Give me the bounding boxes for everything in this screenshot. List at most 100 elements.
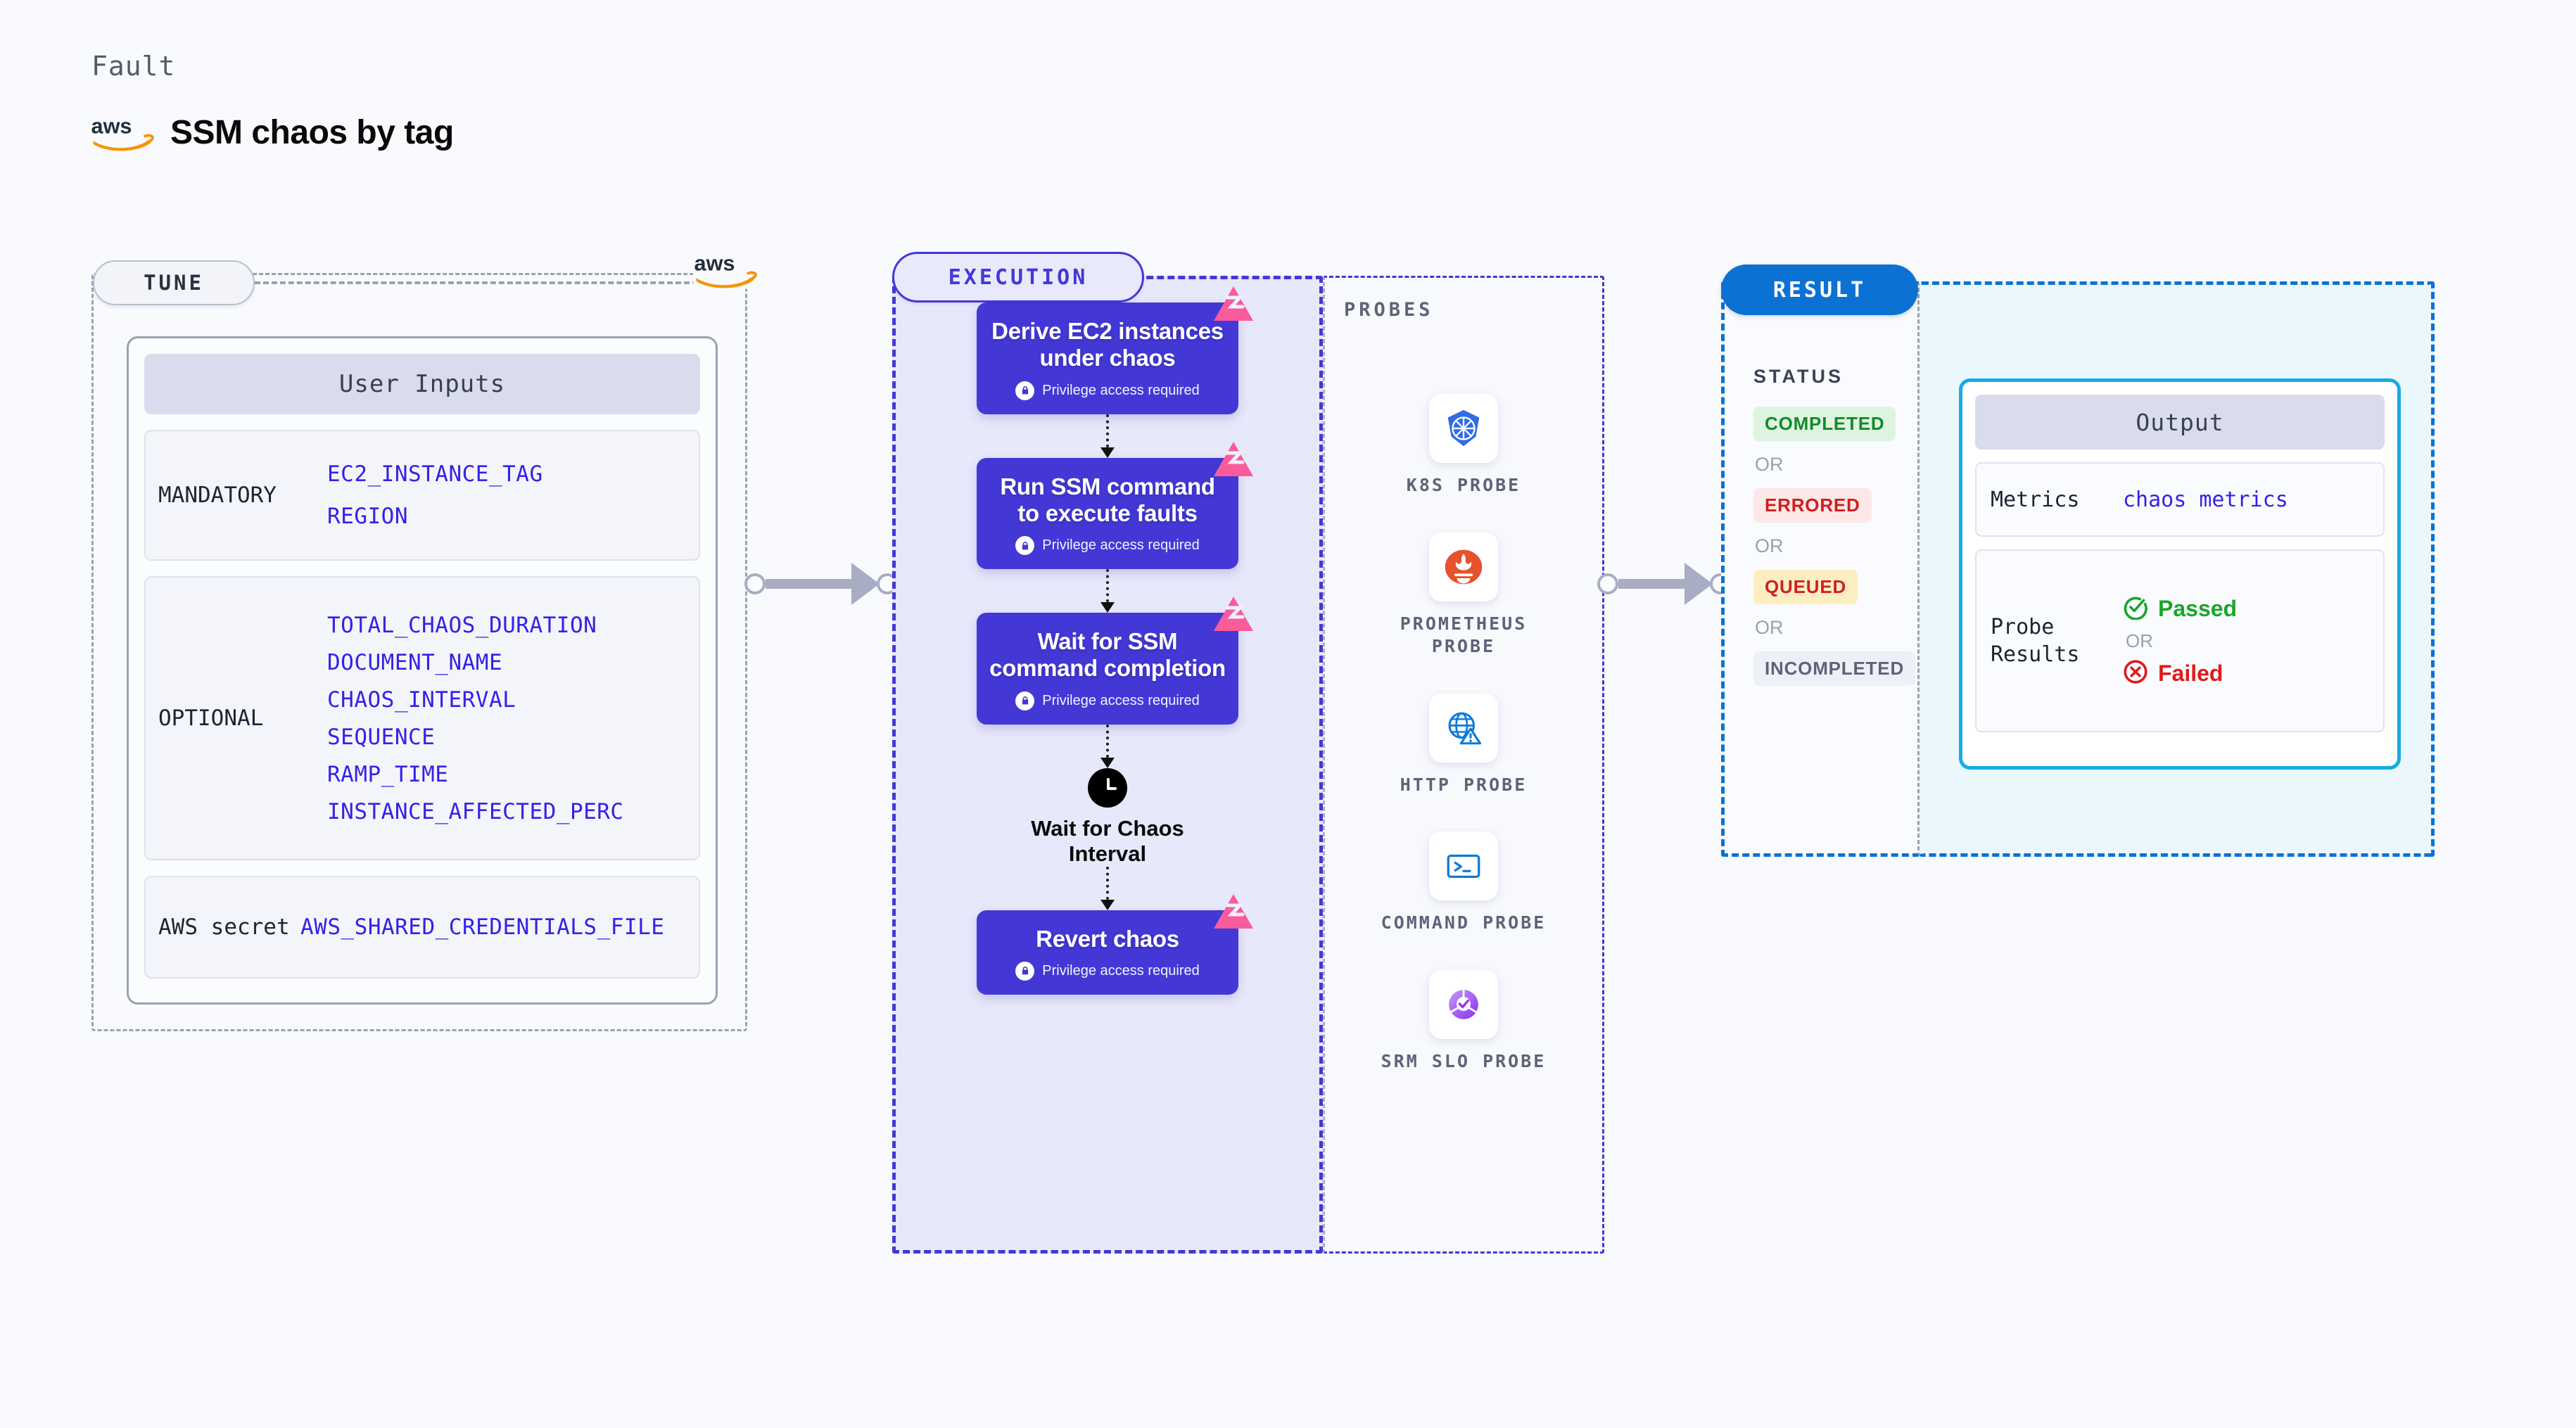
- probe-result-failed-label: Failed: [2158, 660, 2223, 686]
- probe-result-or-label: OR: [2126, 630, 2153, 651]
- chaos-metrics-link[interactable]: chaos metrics: [2123, 487, 2288, 512]
- lock-icon: [1015, 691, 1035, 710]
- status-badge-queued: QUEUED: [1753, 570, 1858, 604]
- litmus-icon: [1213, 596, 1254, 632]
- status-badge-completed: COMPLETED: [1753, 407, 1896, 441]
- http-globe-icon: [1429, 693, 1498, 763]
- execution-step-wait-ssm-completion[interactable]: Wait for SSM command completion Privileg…: [977, 597, 1253, 725]
- terminal-icon: [1429, 831, 1498, 900]
- flow-arrow: [1100, 414, 1115, 458]
- param-sequence[interactable]: SEQUENCE: [327, 724, 436, 750]
- probe-result-passed-label: Passed: [2158, 595, 2238, 621]
- aws-logo-icon: aws: [90, 113, 155, 152]
- privilege-text: Privilege access required: [1042, 692, 1200, 708]
- probe-k8s[interactable]: K8S PROBE: [1376, 394, 1552, 497]
- flow-arrow: [1100, 724, 1115, 768]
- page-title-row: aws SSM chaos by tag: [90, 113, 455, 152]
- connector-execution-to-result: [1597, 563, 1731, 605]
- probe-label: COMMAND PROBE: [1381, 912, 1547, 933]
- probe-label: PROMETHEUS PROBE: [1400, 613, 1528, 657]
- clock-icon: [1088, 767, 1127, 808]
- probe-list: K8S PROBE PROMETHEUS PROBE: [1323, 394, 1604, 1073]
- status-badge-incompleted: INCOMPLETED: [1753, 651, 1916, 686]
- srm-slo-icon: [1429, 969, 1498, 1039]
- step-title: Wait for SSM command completion: [989, 628, 1226, 682]
- result-pill[interactable]: RESULT: [1721, 264, 1918, 315]
- lock-icon: [1015, 536, 1035, 556]
- param-total-chaos-duration[interactable]: TOTAL_CHAOS_DURATION: [327, 612, 597, 638]
- probe-label: K8S PROBE: [1406, 475, 1521, 495]
- param-group-aws-secret: AWS secret AWS_SHARED_CREDENTIALS_FILE: [144, 876, 700, 978]
- output-row-key: Probe Results: [1991, 615, 2080, 667]
- execution-step-derive-ec2[interactable]: Derive EC2 instances under chaos Privile…: [977, 286, 1253, 414]
- param-instance-affected-perc[interactable]: INSTANCE_AFFECTED_PERC: [327, 798, 624, 824]
- probe-result-failed: Failed: [2123, 659, 2237, 688]
- param-chaos-interval[interactable]: CHAOS_INTERVAL: [327, 687, 516, 713]
- step-title: Revert chaos: [1036, 925, 1179, 952]
- param-group-optional: OPTIONAL TOTAL_CHAOS_DURATION DOCUMENT_N…: [144, 576, 700, 860]
- param-aws-shared-credentials-file[interactable]: AWS_SHARED_CREDENTIALS_FILE: [300, 914, 665, 940]
- param-group-label: OPTIONAL: [158, 706, 264, 731]
- output-row-probe-results: Probe Results Passed OR: [1975, 549, 2385, 732]
- param-group-mandatory: MANDATORY EC2_INSTANCE_TAG REGION: [144, 430, 700, 561]
- step-privilege-note: Privilege access required: [989, 691, 1226, 710]
- step-title: Derive EC2 instances under chaos: [991, 318, 1224, 371]
- page-title: SSM chaos by tag: [170, 113, 454, 151]
- step-title: Run SSM command to execute faults: [1000, 473, 1215, 526]
- tune-panel: [91, 273, 747, 1031]
- check-circle-icon: [2123, 594, 2148, 623]
- litmus-icon: [1213, 893, 1254, 930]
- probe-prometheus[interactable]: PROMETHEUS PROBE: [1376, 532, 1552, 658]
- privilege-text: Privilege access required: [1042, 382, 1200, 398]
- probe-label: HTTP PROBE: [1400, 774, 1528, 795]
- status-chip-list: COMPLETED OR ERRORED OR QUEUED OR INCOMP…: [1753, 407, 1916, 686]
- param-region[interactable]: REGION: [327, 504, 408, 529]
- step-privilege-note: Privilege access required: [989, 536, 1226, 556]
- status-section-label: STATUS: [1753, 366, 1844, 387]
- connector-arrowhead: [851, 563, 880, 605]
- status-badge-errored: ERRORED: [1753, 488, 1872, 523]
- connector-bar: [766, 579, 851, 589]
- x-circle-icon: [2123, 659, 2148, 688]
- param-ec2-instance-tag[interactable]: EC2_INSTANCE_TAG: [327, 461, 543, 487]
- flow-arrow: [1100, 569, 1115, 613]
- execution-step-run-ssm[interactable]: Run SSM command to execute faults Privil…: [977, 441, 1253, 570]
- execution-step-revert-chaos[interactable]: Revert chaos Privilege access required: [977, 893, 1253, 995]
- aws-provider-icon: aws: [693, 250, 758, 289]
- probe-http[interactable]: HTTP PROBE: [1376, 693, 1552, 797]
- status-or-label: OR: [1755, 617, 1784, 638]
- execution-flow: Derive EC2 instances under chaos Privile…: [892, 286, 1323, 995]
- step-privilege-note: Privilege access required: [989, 961, 1226, 981]
- execution-pill[interactable]: EXECUTION: [892, 252, 1144, 302]
- param-document-name[interactable]: DOCUMENT_NAME: [327, 649, 503, 675]
- fault-kind-label: Fault: [91, 51, 176, 82]
- param-group-label: MANDATORY: [158, 483, 277, 508]
- connector-dot: [744, 573, 766, 594]
- output-row-metrics: Metrics chaos metrics: [1975, 462, 2385, 537]
- kubernetes-icon: [1429, 394, 1498, 463]
- result-status-panel: [1721, 281, 1920, 857]
- connector-arrowhead: [1684, 563, 1713, 605]
- status-or-label: OR: [1755, 454, 1784, 475]
- param-ramp-time[interactable]: RAMP_TIME: [327, 761, 449, 787]
- probe-command[interactable]: COMMAND PROBE: [1376, 831, 1552, 935]
- svg-text:aws: aws: [694, 252, 735, 276]
- connector-tune-to-execution: [744, 563, 898, 605]
- probes-section-label: PROBES: [1344, 299, 1434, 321]
- probe-label: SRM SLO PROBE: [1381, 1050, 1547, 1071]
- litmus-icon: [1213, 441, 1254, 478]
- output-card: Output Metrics chaos metrics Probe Resul…: [1959, 378, 2401, 770]
- privilege-text: Privilege access required: [1042, 962, 1200, 978]
- param-group-label: AWS secret: [158, 914, 290, 940]
- execution-step-wait-chaos-interval: Wait for Chaos Interval: [991, 767, 1224, 867]
- privilege-text: Privilege access required: [1042, 537, 1200, 554]
- connector-bar: [1618, 579, 1684, 589]
- lock-icon: [1015, 961, 1035, 981]
- tune-pill[interactable]: TUNE: [93, 260, 255, 305]
- step-title: Wait for Chaos Interval: [1031, 815, 1184, 866]
- svg-text:aws: aws: [91, 115, 132, 139]
- flow-arrow: [1100, 866, 1115, 910]
- probe-srm-slo[interactable]: SRM SLO PROBE: [1376, 969, 1552, 1073]
- prometheus-icon: [1429, 532, 1498, 601]
